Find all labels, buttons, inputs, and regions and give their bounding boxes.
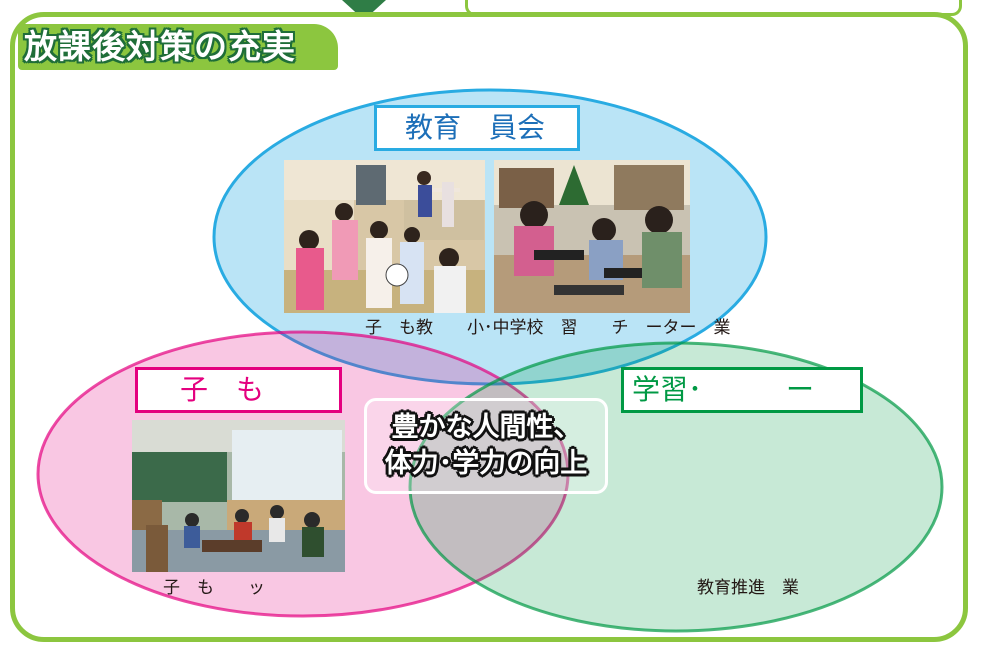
children-label: 子 も — [135, 367, 342, 413]
center-goal-box: 豊かな人間性、 体力･学力の向上 — [364, 398, 608, 494]
center-goal-line-2: 体力･学力の向上 — [384, 448, 588, 479]
learning-label: 学習･ ー — [621, 367, 863, 413]
children-caption: 子 も ッ — [163, 578, 265, 598]
diagram-title: 放課後対策の充実 — [24, 27, 296, 66]
center-goal-line-1: 豊かな人間性、 — [391, 412, 581, 443]
learning-caption: 教育推進 業 — [697, 578, 799, 598]
title-band — [18, 24, 338, 70]
learning-circle — [408, 341, 944, 633]
board-of-education-label: 教育 員会 — [374, 105, 580, 151]
photo-computer-class — [494, 160, 690, 313]
photo-library-room — [132, 420, 345, 572]
photo-kimono-class — [284, 160, 485, 313]
board-caption: 子 も教 小･中学校 習 チ ーター 業 — [365, 318, 731, 338]
